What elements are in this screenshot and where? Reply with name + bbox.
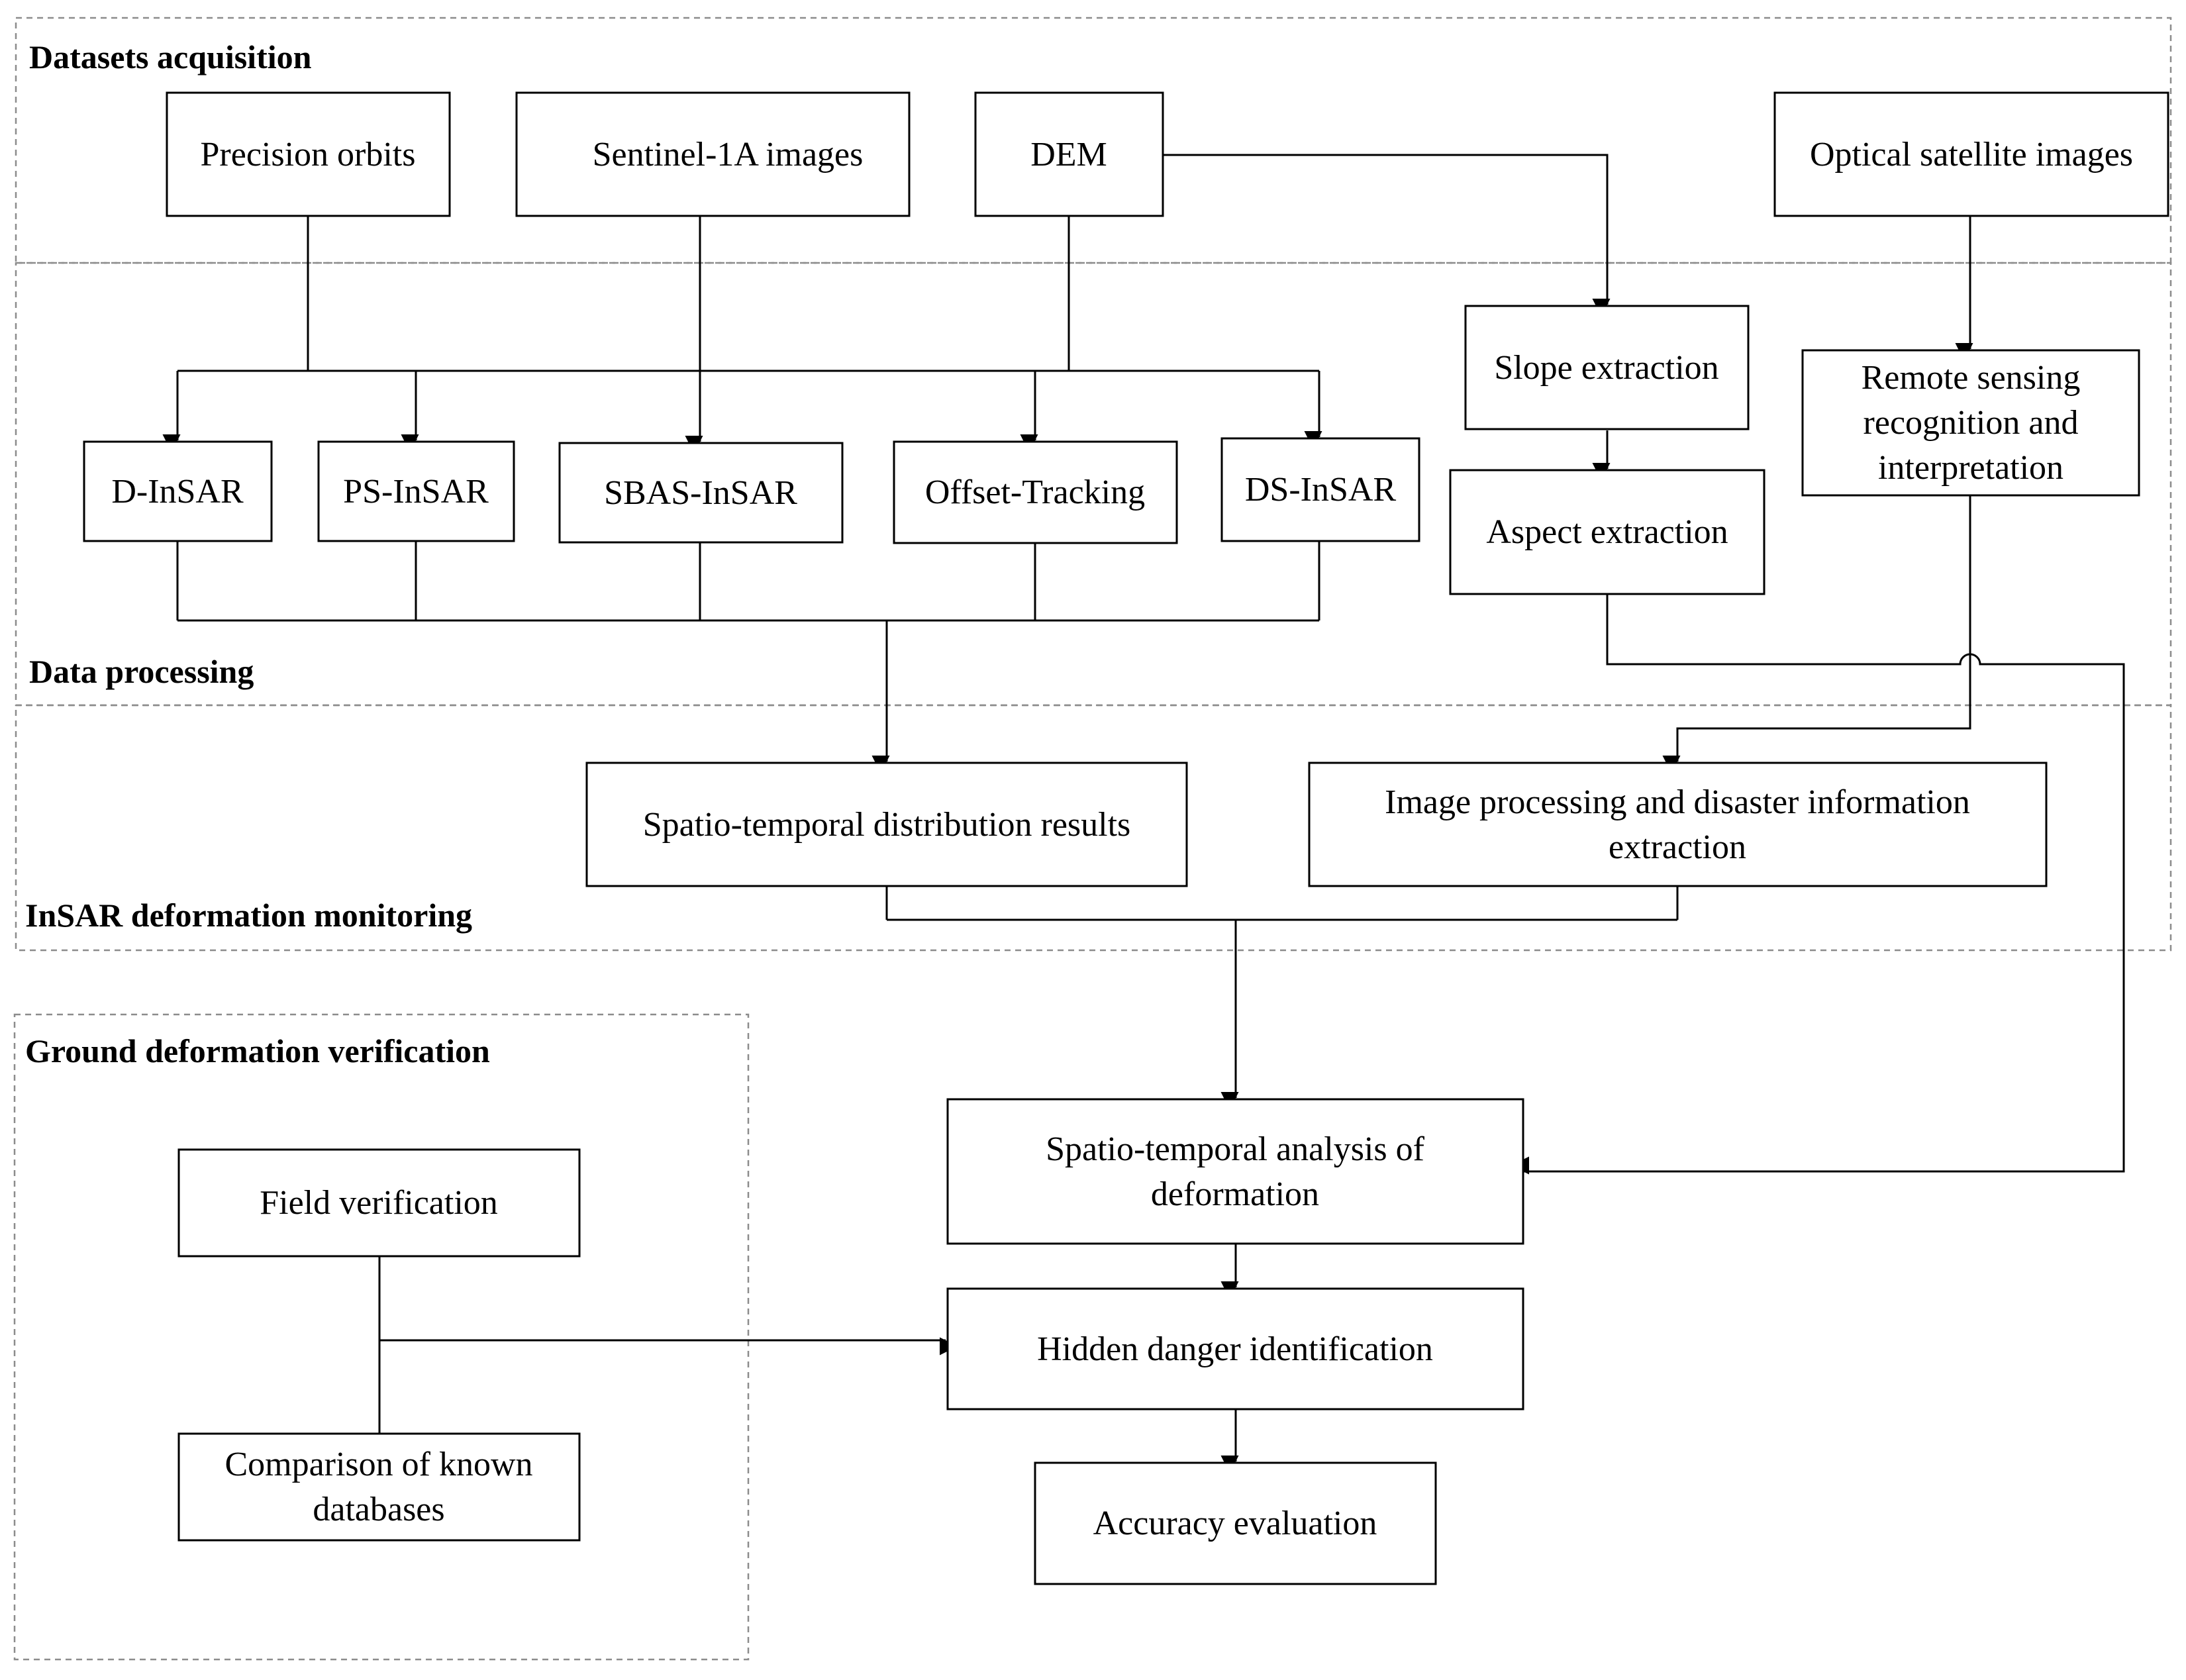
node-label: Slope extraction [1494, 349, 1718, 387]
node-label: Field verification [260, 1184, 498, 1222]
node-dem: DEM [974, 91, 1164, 217]
node-slope-extraction: Slope extraction [1464, 305, 1750, 430]
node-label-line: Hidden danger identification [1037, 1330, 1433, 1368]
node-d-insar: D-InSAR [83, 440, 273, 542]
node-label-line: deformation [1151, 1175, 1319, 1213]
node-label-line: Slope extraction [1494, 349, 1718, 387]
node-label: Remote sensing recognition and interpretat… [1862, 359, 2081, 487]
node-aspect-extraction: Aspect extraction [1449, 469, 1765, 595]
node-label: DS-InSAR [1245, 471, 1397, 509]
node-image-processing: Image processing and disaster informatio… [1308, 762, 2048, 887]
zone-insar-monitoring: InSAR deformation monitoring [15, 704, 2172, 952]
node-label: Spatio-temporal distribution results [643, 806, 1131, 844]
node-label: Sentinel-1A images [593, 136, 864, 173]
node-remote-sensing-recognition: Remote sensing recognition and interpretat… [1801, 349, 2140, 497]
node-label: Precision orbits [201, 136, 416, 173]
node-label-line: recognition and [1863, 404, 2079, 442]
node-label: Image processing and disaster informatio… [1385, 783, 1970, 866]
node-label: Offset-Tracking [925, 473, 1145, 511]
edge-remote-imageproc [1662, 495, 1971, 773]
node-label-line: DS-InSAR [1245, 471, 1397, 509]
node-label-line: Image processing and disaster informatio… [1385, 783, 1970, 821]
node-optical-satellite-images: Optical satellite images [1773, 91, 2169, 217]
node-label-line: Aspect extraction [1486, 513, 1728, 551]
node-label-line: D-InSAR [111, 473, 244, 511]
node-label-line: databases [313, 1491, 444, 1528]
node-hidden-danger-identification: Hidden danger identification [946, 1287, 1524, 1410]
node-ds-insar: DS-InSAR [1220, 437, 1420, 542]
edge-aspect-analysis [1511, 594, 2125, 1175]
node-precision-orbits: Precision orbits [166, 91, 451, 217]
node-label-line: Offset-Tracking [925, 473, 1145, 511]
section-title-ground: Ground deformation verification [25, 1032, 490, 1069]
node-label-line: Remote sensing [1862, 359, 2081, 397]
node-field-verification: Field verification [177, 1148, 581, 1258]
node-label: Comparison of known databases [224, 1446, 532, 1528]
node-label-line: Sentinel-1A images [593, 136, 864, 173]
node-label-line: Comparison of known [224, 1446, 532, 1483]
node-label-line: SBAS-InSAR [604, 474, 797, 512]
zone-data-processing: Data processing [15, 262, 2172, 707]
zone-ground-verification: Ground deformation verification [13, 1013, 750, 1661]
node-label: D-InSAR [111, 473, 244, 511]
connectors [162, 154, 2125, 1473]
node-offset-tracking: Offset-Tracking [893, 440, 1178, 544]
section-title-processing: Data processing [29, 653, 254, 690]
node-label-line: Optical satellite images [1810, 136, 2133, 173]
node-label: SBAS-InSAR [604, 474, 797, 512]
node-label-line: PS-InSAR [343, 473, 489, 511]
node-label: Accuracy evaluation [1093, 1505, 1377, 1542]
zone-datasets-acquisition: Datasets acquisition [15, 17, 2172, 264]
node-label: PS-InSAR [343, 473, 489, 511]
node-ps-insar: PS-InSAR [317, 440, 515, 542]
node-spatio-temporal-analysis: Spatio-temporal analysis of deformation [946, 1098, 1524, 1245]
edge-dem-slope [1163, 154, 1611, 317]
node-sbas-insar: SBAS-InSAR [558, 442, 844, 544]
node-accuracy-evaluation: Accuracy evaluation [1034, 1461, 1437, 1585]
node-label: Spatio-temporal analysis of deformation [1046, 1130, 1425, 1213]
node-label-line: Field verification [260, 1184, 498, 1222]
node-spatio-temporal-distribution: Spatio-temporal distribution results [585, 762, 1188, 887]
node-sentinel-1a-images: Sentinel-1A images [515, 91, 911, 217]
node-label-line: extraction [1609, 828, 1746, 866]
section-title-datasets: Datasets acquisition [29, 38, 312, 75]
node-label: Optical satellite images [1810, 136, 2133, 173]
node-label-line: interpretation [1878, 449, 2063, 487]
node-label: Aspect extraction [1486, 513, 1728, 551]
node-label-line: Precision orbits [201, 136, 416, 173]
node-label: DEM [1030, 136, 1107, 173]
node-label-line: Spatio-temporal distribution results [643, 806, 1131, 844]
section-title-monitoring: InSAR deformation monitoring [25, 897, 472, 934]
node-label-line: Accuracy evaluation [1093, 1505, 1377, 1542]
node-label-line: DEM [1030, 136, 1107, 173]
node-label: Hidden danger identification [1037, 1330, 1433, 1368]
node-label-line: Spatio-temporal analysis of [1046, 1130, 1425, 1168]
node-comparison-known-databases: Comparison of known databases [177, 1432, 581, 1542]
